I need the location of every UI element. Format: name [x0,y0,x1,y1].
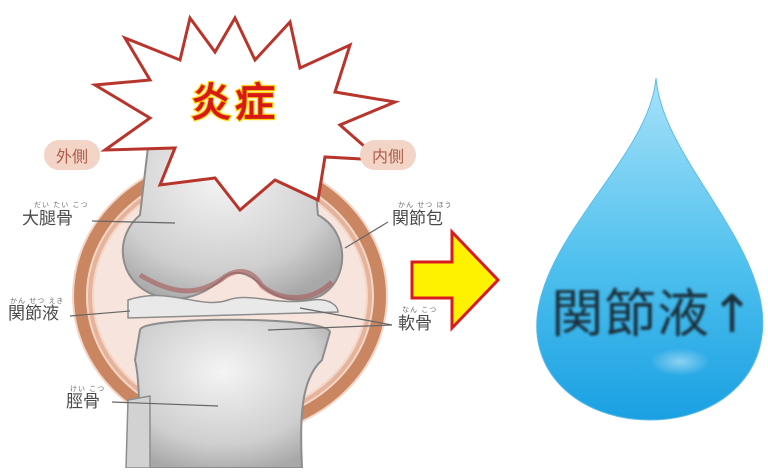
leader-lines [69,220,393,407]
inflammation-label: 炎症 [190,79,279,127]
cartilage-leader-b [267,324,393,331]
fluid-ruby: かん せつ えき [10,297,65,305]
femur-ruby: だい たい こつ [34,201,89,209]
cartilage-leader-a [299,307,393,326]
cartilage-label: 軟骨 [398,314,432,334]
cartilage [127,294,339,319]
capsule-label: 関節包 [392,209,443,229]
femur-label: 大腿骨 [22,209,73,229]
right-arrow [410,228,501,332]
fluid-label: 関節液 [8,304,59,324]
cartilage-ruby: なん こつ [402,306,438,314]
inflammation-burst [90,14,401,213]
tibia-bone [125,318,332,469]
capsule-ruby: かん せつ ほう [398,201,453,209]
synovial-fluid-increase-label: 関節液↑ [551,285,755,345]
femur-leader [91,220,176,224]
tibia-ruby: けい こつ [70,385,106,393]
outer-side-badge: 外側 [44,140,100,170]
fluid-leader [69,310,131,317]
tibia-leader [111,401,219,407]
inner-side-badge: 内側 [360,140,416,170]
capsule-leader [344,221,389,249]
tibia-label: 脛骨 [66,392,100,412]
fluid-droplet [536,77,764,421]
